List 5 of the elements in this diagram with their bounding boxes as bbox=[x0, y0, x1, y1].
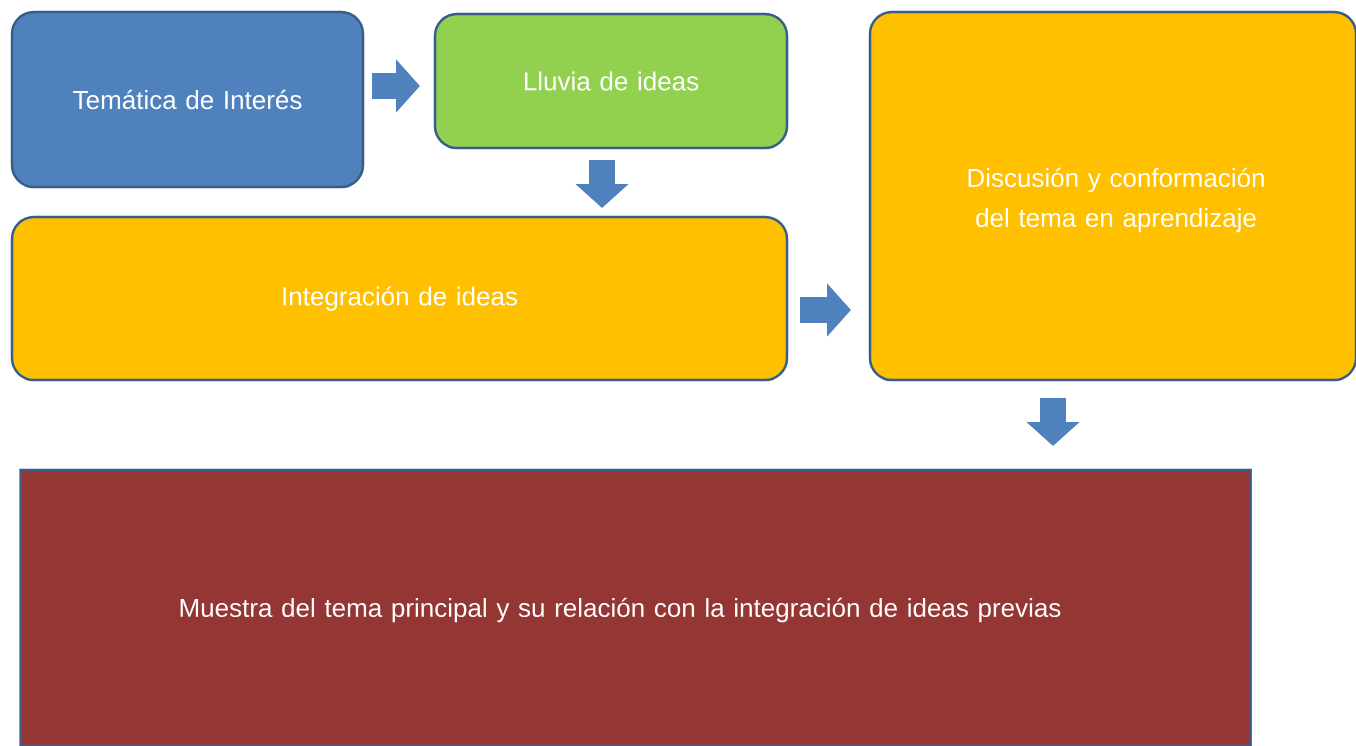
cylinder: Muestra del tema principal y su relación con la integración de ideas previas bbox=[19, 468, 1252, 746]
process-box: Lluvia de ideas bbox=[433, 12, 789, 150]
process-box: Discusión y conformación del tema en aprendizaje bbox=[868, 10, 1356, 382]
process-box: Temática de Interés bbox=[10, 10, 365, 189]
process-box: Integración de ideas bbox=[10, 215, 789, 382]
